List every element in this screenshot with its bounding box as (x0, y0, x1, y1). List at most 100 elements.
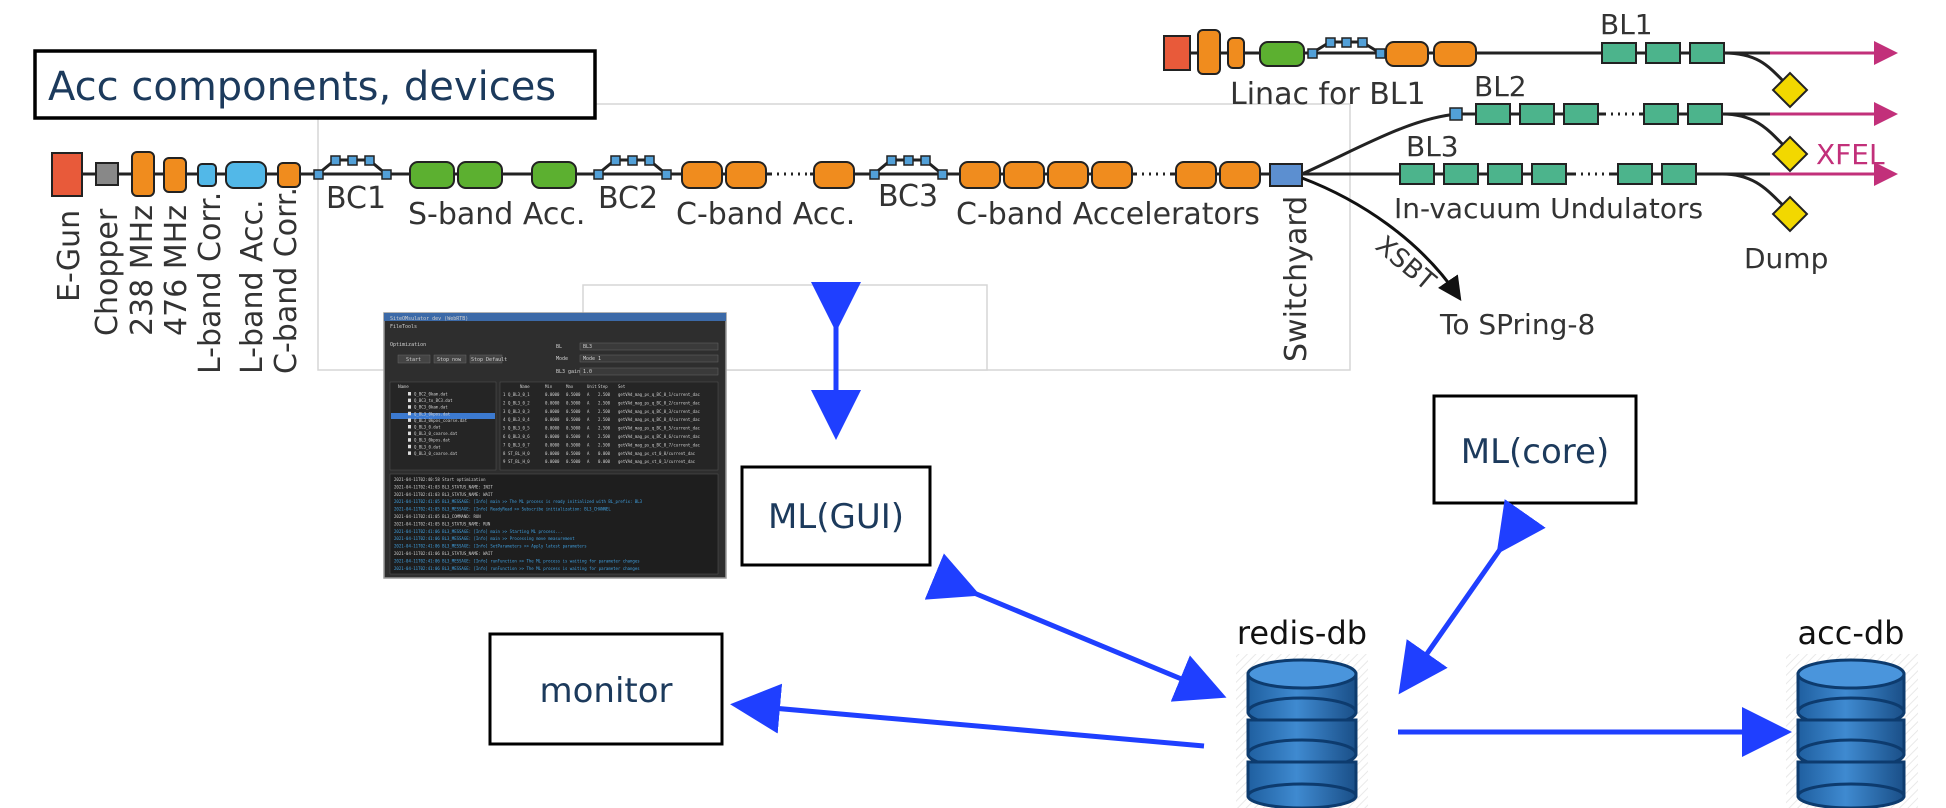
gui-table-cell: Q_BL3_0_5 (508, 426, 530, 431)
acc-db-label: acc-db (1798, 614, 1905, 652)
label-lband-acc: L-band Acc. (235, 199, 270, 374)
acc-db-node: acc-db (1786, 614, 1918, 808)
gui-row-index: 1 (503, 392, 506, 397)
label-chopper: Chopper (90, 208, 125, 336)
gui-table-cell: 0.5000 (566, 442, 581, 447)
gui-stop-default-label: Stop Default (471, 357, 507, 363)
gui-menu-file[interactable]: File (390, 324, 402, 330)
gui-file-item: Q_BL3_0_coarse.dat (414, 451, 458, 456)
gui-table-cell: A (587, 442, 590, 447)
label-bc1: BC1 (326, 181, 386, 216)
gui-table-cell: 0.5000 (566, 400, 581, 405)
gui-start-button[interactable] (397, 354, 431, 364)
gui-stop-now-button[interactable] (433, 354, 467, 364)
gui-parameter-table[interactable] (499, 381, 719, 471)
gui-file-item: Q_BL3_0kpos.dat (414, 438, 451, 443)
file-icon (408, 418, 411, 422)
gui-log-line: 2021-04-11T02:41:06 BL3_MESSAGE: [Info] … (394, 529, 563, 534)
label-bc2: BC2 (598, 181, 658, 216)
gui-log-line: 2021-04-11T02:41:06 BL3_MESSAGE: [Info] … (394, 536, 575, 541)
gui-table-cell: A (587, 426, 590, 431)
file-icon (408, 392, 411, 396)
gui-file-item: Q_BC2_0kam.dat (414, 392, 448, 397)
gui-row-index: 3 (503, 409, 506, 414)
gui-gain-input[interactable] (579, 367, 719, 376)
gui-table-cell: ST_BL_H_0 (508, 459, 530, 464)
arrow-mlcore-redis (1398, 499, 1546, 695)
ml-gui-box: ML(GUI) (740, 465, 932, 567)
redis-db-label: redis-db (1237, 614, 1367, 652)
monitor-box: monitor (488, 632, 724, 746)
gui-table-cell: 0.5000 (566, 434, 581, 439)
file-icon (408, 425, 411, 429)
label-egun: E-Gun (52, 210, 87, 302)
gui-file-item: Q_BL3_0.dat (414, 444, 441, 449)
gui-table-cell: Q_BL3_0_3 (508, 409, 530, 414)
gui-table-cell: 0.5000 (566, 459, 581, 464)
gui-table-cell: getVAd_mag_ps_st_0_0/current_dac (618, 451, 696, 456)
gui-table-cell: 0.0000 (545, 400, 560, 405)
gui-table-cell: getVAd_mag_ps_q_BC_0_3/current_dac (618, 409, 700, 414)
gui-table-cell: Q_BL3_0_7 (508, 442, 530, 447)
gui-row-index: 8 (503, 451, 506, 456)
gui-table-cell: getVAd_mag_ps_q_BC_0_1/current_dac (618, 392, 700, 397)
gui-mode-select[interactable] (579, 354, 719, 363)
gui-log-area (389, 473, 719, 575)
database-icon (1246, 658, 1358, 808)
gui-table-header-cell: Min (545, 384, 553, 389)
label-cband-acc: C-band Acc. (676, 197, 855, 232)
label-undulators: In-vacuum Undulators (1394, 192, 1703, 225)
title-text: Acc components, devices (48, 64, 556, 110)
gui-row-index: 2 (503, 400, 506, 405)
file-icon (408, 438, 411, 442)
label-lband-corr: L-band Corr. (193, 192, 228, 374)
gui-table-cell: 0.0000 (545, 451, 560, 456)
ml-core-box: ML(core) (1432, 394, 1638, 505)
e-gun-component (51, 152, 83, 197)
gui-bl-select[interactable] (579, 342, 719, 351)
gui-log-line: 2021-04-11T02:41:03 BL3_STATUS_NAME: INI… (394, 484, 493, 489)
gui-table-cell: A (587, 400, 590, 405)
gui-table-cell: Q_BL3_0_2 (508, 400, 530, 405)
gui-file-item: Q_BC3_0kam.dat (414, 405, 448, 410)
label-cband-corr: C-band Corr. (269, 187, 304, 374)
gui-menu-tools[interactable]: Tools (402, 324, 417, 330)
gui-table-cell: 0.0000 (545, 417, 560, 422)
gui-log-line: 2021-04-11T02:41:06 BL3_MESSAGE: [Info] … (394, 566, 640, 571)
gui-table-cell: 0.0000 (545, 434, 560, 439)
gui-file-item: Q_BL3_0kpos_coarse.dat (414, 418, 468, 423)
accelerator-schematic: E-Gun Chopper 238 MHz 476 MHz L-band Cor… (51, 8, 1898, 374)
gui-bl-value: BL3 (583, 344, 592, 350)
label-476mhz: 476 MHz (159, 205, 194, 336)
gui-table-header-cell: Max (566, 384, 574, 389)
label-bl1: BL1 (1600, 8, 1653, 41)
file-icon (408, 398, 411, 403)
gui-table-cell: 0.0000 (545, 426, 560, 431)
gui-table-header-cell: Set (618, 384, 626, 389)
gui-row-index: 6 (503, 434, 506, 439)
476mhz-cavity (163, 157, 187, 193)
gui-table-cell: 2.500 (598, 409, 611, 414)
gui-section-label: Optimization (390, 342, 426, 348)
gui-file-items: Q_BC2_0kam.datQ_BC3_to_BC3.datQ_BC3_0kam… (408, 392, 468, 456)
gui-table-cell: 0.0000 (545, 442, 560, 447)
chopper-component (95, 162, 119, 186)
gui-file-list[interactable] (389, 381, 497, 471)
gui-row-index: 9 (503, 459, 506, 464)
gui-table-cell: getVAd_mag_ps_q_BC_0_6/current_dac (618, 434, 700, 439)
gui-table-cell: 0.5000 (566, 451, 581, 456)
database-icon (1796, 658, 1906, 808)
gui-window-title: SiteOMsulator dev (WebRTB) (390, 316, 468, 322)
gui-table-cell: 0.0000 (545, 459, 560, 464)
gui-table-cell: getVAd_mag_ps_q_BC_0_2/current_dac (618, 400, 700, 405)
gui-table-cell: 0.5000 (566, 417, 581, 422)
gui-table-cell: 0.5000 (566, 409, 581, 414)
file-icon (408, 444, 411, 449)
gui-stop-default-button[interactable] (469, 354, 503, 364)
l-band-acc-cavity (225, 161, 267, 189)
gui-table-header-cell: Unit (587, 384, 597, 389)
gui-table-cell: ST_BL_H_0 (508, 451, 530, 456)
gui-gain-value: 1.0 (583, 369, 592, 375)
gui-table-cell: A (587, 392, 590, 397)
